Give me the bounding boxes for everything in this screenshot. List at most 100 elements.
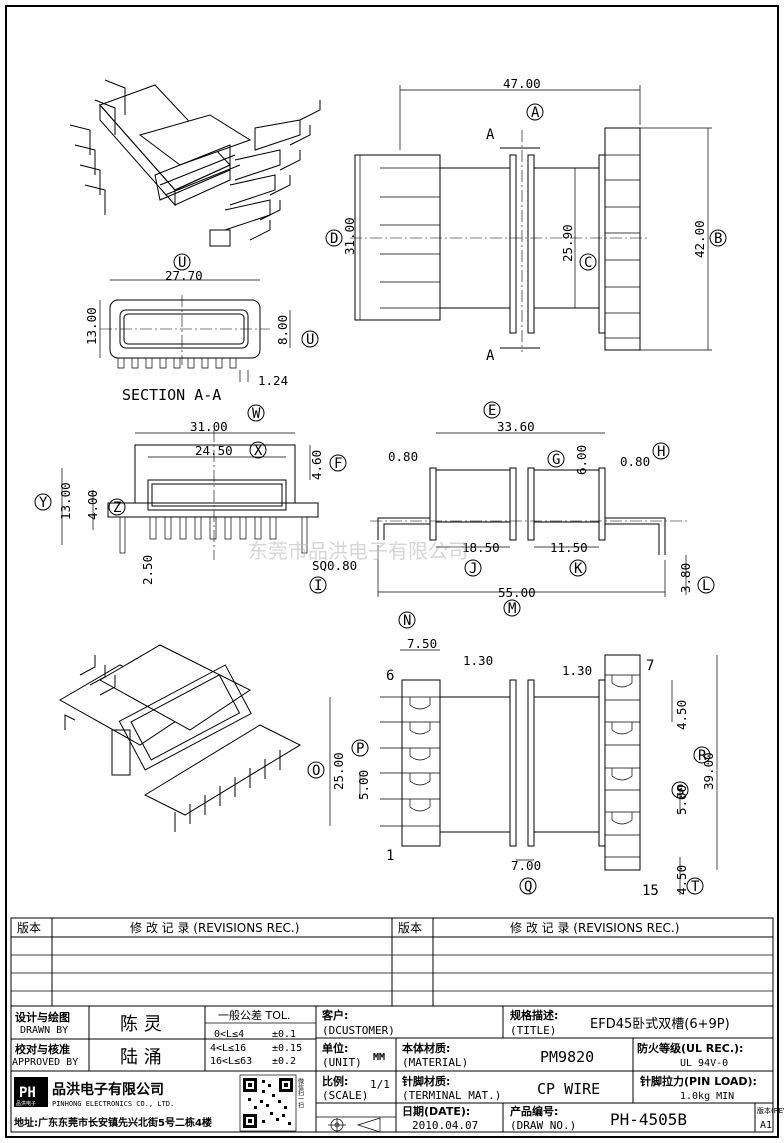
dim-1850: 18.50 (462, 540, 500, 555)
label-X: X (254, 443, 263, 459)
dim-3360: 33.60 (497, 419, 535, 434)
rev-rec-1: 修 改 记 录 (REVISIONS REC.) (130, 920, 299, 935)
terminal-cn: 针脚材质: (402, 1074, 450, 1088)
dim-4: 4.00 (85, 490, 100, 520)
unit-value: MM (373, 1052, 385, 1063)
tol-range-1: 0<L≤4 (214, 1029, 244, 1040)
label-D: D (330, 231, 338, 247)
pinload-cn: 针脚拉力(PIN LOAD): (640, 1074, 757, 1088)
company-name-cn: 品洪电子有限公司 (52, 1081, 164, 1098)
dim-5-left: 5.00 (356, 770, 371, 800)
rev-cn: 版本(REV): (757, 1106, 784, 1115)
tol-range-3: 16<L≤63 (210, 1056, 252, 1067)
dim-8: 8.00 (275, 315, 290, 345)
dim-25: 25.00 (331, 752, 346, 790)
dim-2770: 27.70 (165, 268, 203, 283)
dim-13-front: 13.00 (58, 482, 73, 520)
label-N: N (403, 613, 411, 629)
tol-value-1: ±0.1 (272, 1029, 296, 1040)
scale-en: (SCALE) (322, 1089, 368, 1102)
dim-380: 3.80 (678, 563, 693, 593)
label-Z: Z (113, 500, 121, 516)
date-value: 2010.04.07 (412, 1119, 478, 1132)
sheet-border (5, 5, 779, 1138)
front-view: 31.00 W 24.50 X 4.60 F 13.00 Y 4.00 Z 2.… (34, 404, 347, 585)
pinload-value: 1.0kg MIN (680, 1091, 734, 1102)
material-en: (MATERIAL) (402, 1056, 468, 1069)
dim-080-left: 0.80 (388, 449, 418, 464)
bottom-view: 7.50 N 1.30 1.30 6 7 1 15 25.00 O P 5.00… (307, 611, 718, 899)
rev-rec-2: 修 改 记 录 (REVISIONS REC.) (510, 920, 679, 935)
label-Y: Y (39, 495, 48, 511)
rev-value: A1 (760, 1120, 772, 1131)
ul-cn: 防火等级(UL REC.): (637, 1041, 743, 1055)
revision-table: 版本 版本 修 改 记 录 (REVISIONS REC.) 修 改 记 录 (… (10, 917, 774, 1007)
label-E: E (488, 403, 496, 419)
drawno-cn: 产品编号: (510, 1104, 558, 1118)
designer-cn: 设计与绘图 (15, 1010, 70, 1024)
drawno-value: PH-4505B (610, 1110, 687, 1129)
label-R: R (698, 748, 707, 764)
dim-42: 42.00 (692, 220, 707, 258)
checker-en: APPROVED BY (12, 1057, 78, 1068)
qr-pattern (243, 1078, 293, 1128)
dim-sq080: SQ0.80 (312, 558, 357, 573)
section-mark-top: A (486, 127, 495, 143)
iso-view-bottom (58, 644, 302, 832)
designer-name: 陈 灵 (120, 1014, 162, 1035)
logo-sub: 品洪电子 (16, 1100, 36, 1107)
dim-080-right: 0.80 (620, 454, 650, 469)
title-en: (TITLE) (510, 1024, 556, 1037)
dim-31-front: 31.00 (190, 419, 228, 434)
section-title: SECTION A-A (122, 386, 221, 404)
label-P: P (356, 741, 364, 757)
customer-en: (DCUSTOMER) (322, 1024, 395, 1037)
label-C: C (584, 255, 592, 271)
dim-250: 2.50 (140, 555, 155, 585)
dim-124: 1.24 (258, 373, 288, 388)
terminal-value: CP WIRE (537, 1080, 600, 1098)
label-K: K (574, 561, 583, 577)
dim-2590: 25.90 (560, 224, 575, 262)
projection-cone (356, 1117, 381, 1133)
label-U-top: U (178, 255, 186, 271)
label-M: M (508, 601, 516, 617)
label-G: G (552, 452, 560, 468)
logo-mark: PH (19, 1085, 36, 1101)
tol-value-2: ±0.15 (272, 1043, 302, 1054)
label-L: L (702, 578, 710, 594)
label-F: F (334, 456, 342, 472)
label-J: J (469, 561, 477, 577)
pin-6: 6 (386, 668, 394, 684)
dim-750: 7.50 (407, 636, 437, 651)
pin-1: 1 (386, 848, 394, 864)
dim-450-bottom: 4.50 (674, 865, 689, 895)
label-O: O (312, 763, 320, 779)
dim-450-top: 4.50 (674, 700, 689, 730)
unit-cn: 单位: (322, 1041, 348, 1055)
tol-range-2: 4<L≤16 (210, 1043, 246, 1054)
company-name-en: PINHONG ELECTRONICS CO., LTD. (52, 1100, 174, 1108)
iso-view-top (69, 79, 321, 247)
label-U-right: U (306, 332, 314, 348)
material-cn: 本体材质: (402, 1041, 450, 1055)
qr-caption: 微信扫一扫 (297, 1077, 304, 1109)
dim-1150: 11.50 (550, 540, 588, 555)
drawno-en: (DRAW NO.) (510, 1119, 576, 1132)
date-cn: 日期(DATE): (402, 1104, 470, 1118)
label-H: H (657, 444, 665, 460)
designer-en: DRAWN BY (20, 1025, 68, 1036)
customer-cn: 客户: (321, 1008, 348, 1022)
title-value: EFD45卧式双槽(6+9P) (590, 1017, 730, 1032)
label-I: I (314, 578, 322, 594)
checker-name: 陆 涌 (120, 1047, 162, 1068)
title-block: 设计与绘图 DRAWN BY 陈 灵 校对与核准 APPROVED BY 陆 涌… (10, 1005, 784, 1133)
dim-5-right: 5.00 (674, 785, 689, 815)
dim-31: 31.00 (342, 217, 357, 255)
scale-value: 1/1 (370, 1078, 390, 1091)
dim-6: 6.00 (574, 445, 589, 475)
dim-39: 39.00 (701, 752, 716, 790)
side-view: 33.60 E 0.80 G 6.00 0.80 H 18.50 J 11.50… (309, 401, 715, 617)
terminal-en: (TERMINAL MAT.) (402, 1089, 501, 1102)
company-address: 地址:广东东莞市长安镇先兴北街5号二栋4楼 (14, 1116, 212, 1129)
